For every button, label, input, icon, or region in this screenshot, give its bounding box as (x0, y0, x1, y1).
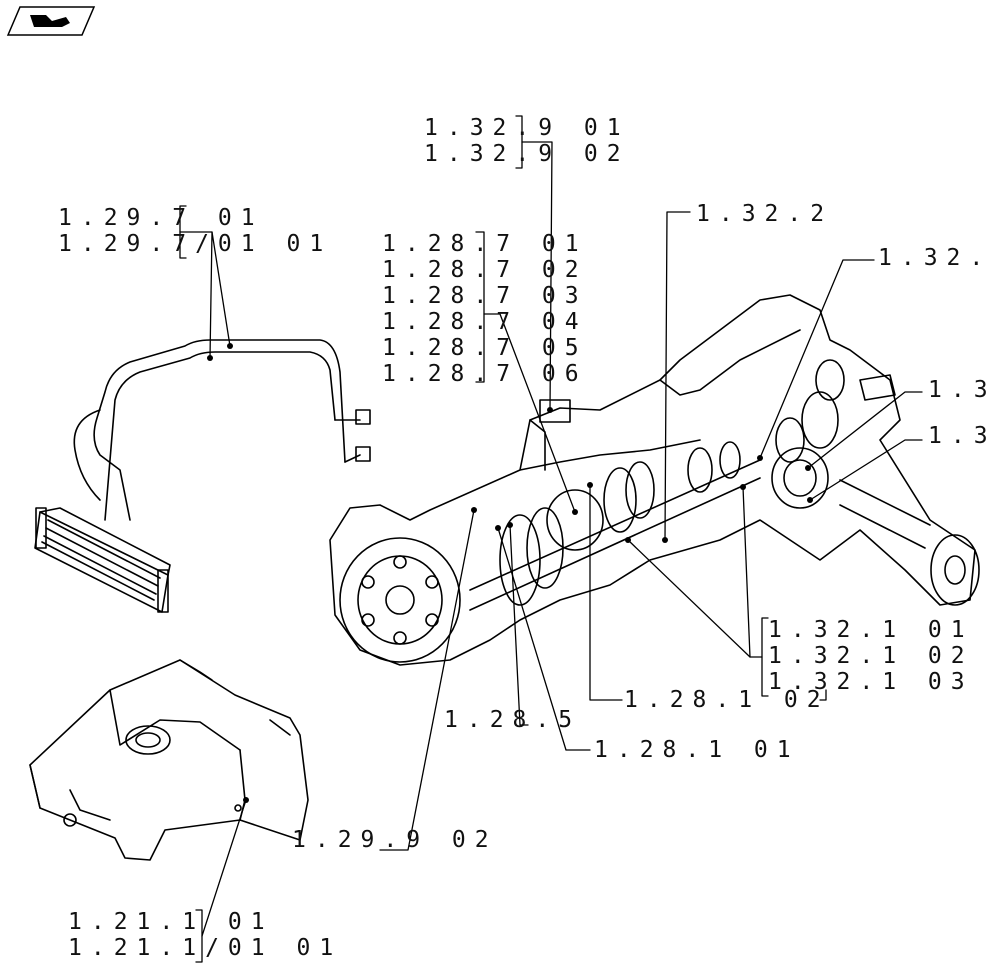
gear-train (469, 359, 845, 611)
back-nav-button[interactable] (6, 5, 96, 37)
ref-1-3-b[interactable]: 1.3 (928, 423, 997, 449)
ref-1-28-7-06[interactable]: 1.28.7 06 (382, 361, 588, 387)
ref-1-28-7-01[interactable]: 1.28.7 01 (382, 231, 588, 257)
ref-1-29-7-01-01[interactable]: 1.29.7/01 01 (58, 231, 333, 257)
rear-axle (771, 374, 980, 606)
ref-1-32-1-03[interactable]: 1.32.1 03 (768, 669, 974, 695)
transmission-housing (329, 294, 976, 666)
ref-1-28-7-04[interactable]: 1.28.7 04 (382, 309, 588, 335)
ref-1-28-7-03[interactable]: 1.28.7 03 (382, 283, 588, 309)
ref-1-28-7-02[interactable]: 1.28.7 02 (382, 257, 588, 283)
oil-cooler (34, 507, 171, 613)
ref-1-32-1-01[interactable]: 1.32.1 01 (768, 617, 974, 643)
ref-1-21-1-01-01[interactable]: 1.21.1/01 01 (68, 935, 343, 961)
ref-1-28-1-02[interactable]: 1.28.1 02 (624, 687, 830, 713)
oil-pipes (73, 339, 371, 521)
ref-1-32-9-02[interactable]: 1.32.9 02 (424, 141, 630, 167)
ref-1-32-9-01[interactable]: 1.32.9 01 (424, 115, 630, 141)
ref-1-32[interactable]: 1.32. (878, 245, 993, 271)
ref-1-32-2[interactable]: 1.32.2 (696, 201, 834, 227)
ref-1-32-1-02[interactable]: 1.32.1 02 (768, 643, 974, 669)
ref-1-3-a[interactable]: 1.3 (928, 377, 997, 403)
ref-1-28-5[interactable]: 1.28.5 (444, 707, 582, 733)
clutch-flange (339, 537, 461, 663)
ref-1-28-7-05[interactable]: 1.28.7 05 (382, 335, 588, 361)
ref-1-21-1-01[interactable]: 1.21.1 01 (68, 909, 274, 935)
leader-lines (179, 115, 923, 963)
front-axle-support (29, 659, 309, 861)
back-arrow-icon (6, 6, 96, 36)
leader-dots (207, 343, 813, 803)
ref-1-28-1-01[interactable]: 1.28.1 01 (594, 737, 800, 763)
ref-1-29-9-02[interactable]: 1.29.9 02 (292, 827, 498, 853)
ref-1-29-7-01[interactable]: 1.29.7 01 (58, 205, 264, 231)
